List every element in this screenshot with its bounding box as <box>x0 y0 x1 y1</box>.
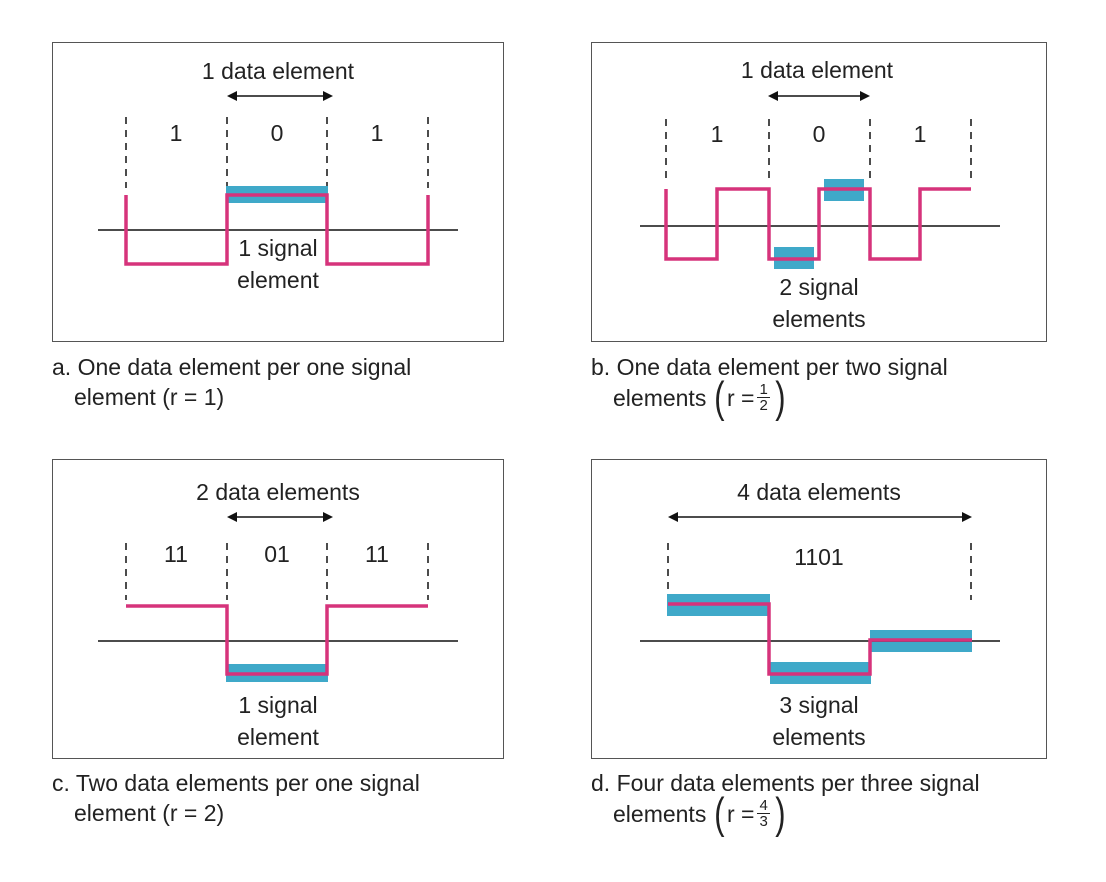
signal-element-label: element <box>237 267 319 293</box>
caption-line-ratio: elements ( r = 1 2 ) <box>591 372 948 422</box>
panel-d-diagram: 4 data elements 1101 3 signal elements <box>640 479 1000 750</box>
panel-a-diagram: 1 data element 1 0 1 1 signal element <box>98 58 458 293</box>
ratio-numerator: 1 <box>757 381 770 398</box>
caption-line: c. Two data elements per one signal <box>52 770 420 796</box>
data-element-label: 1 data element <box>202 58 355 84</box>
panel-b-diagram: 1 data element 1 0 1 2 signal elements <box>640 57 1000 332</box>
data-element-label: 1 data element <box>741 57 894 83</box>
signal-element-label: 2 signal <box>779 274 858 300</box>
signal-element-label: element <box>237 724 319 750</box>
signal-element-label: 3 signal <box>779 692 858 718</box>
data-span-arrow <box>768 91 870 101</box>
caption-line: a. One data element per one signal <box>52 354 412 380</box>
signal-element-label: 1 signal <box>238 692 317 718</box>
bit-value: 0 <box>271 120 284 146</box>
caption-c: c. Two data elements per one signal elem… <box>52 768 420 828</box>
bit-boundaries <box>665 119 972 183</box>
signal-waveform <box>124 193 430 266</box>
bit-value: 11 <box>365 541 389 567</box>
close-paren: ) <box>775 788 786 838</box>
bit-boundaries <box>125 543 429 600</box>
caption-line: d. Four data elements per three signal <box>591 770 980 796</box>
ratio-denominator: 3 <box>759 813 768 830</box>
ratio-denominator: 2 <box>759 397 768 414</box>
panel-c-diagram: 2 data elements 11 01 11 1 signal elemen… <box>98 479 458 750</box>
signal-waveform <box>126 604 428 676</box>
panel-d: 4 data elements 1101 3 signal elements <box>591 459 1047 759</box>
bit-value: 1 <box>371 120 384 146</box>
caption-line: b. One data element per two signal <box>591 354 948 380</box>
bit-value: 01 <box>264 541 290 567</box>
ratio-fraction: 4 3 <box>757 797 770 830</box>
signal-element-label: elements <box>772 306 865 332</box>
data-span-arrow <box>227 512 333 522</box>
close-paren: ) <box>775 372 786 422</box>
signal-element-label: elements <box>772 724 865 750</box>
bit-value: 1 <box>170 120 183 146</box>
data-span-arrow <box>227 91 333 101</box>
bit-value: 11 <box>164 541 188 567</box>
caption-b: b. One data element per two signal eleme… <box>591 352 948 422</box>
bit-boundaries <box>667 543 972 600</box>
panel-b: 1 data element 1 0 1 2 signal elements <box>591 42 1047 342</box>
data-element-label: 4 data elements <box>737 479 901 505</box>
signal-waveform <box>664 187 971 261</box>
bit-value: 1 <box>711 121 724 147</box>
caption-d: d. Four data elements per three signal e… <box>591 768 980 838</box>
bit-value: 0 <box>813 121 826 147</box>
open-paren: ( <box>714 788 725 838</box>
caption-text: elements <box>613 800 707 827</box>
ratio-prefix: r = <box>726 800 755 827</box>
panel-c: 2 data elements 11 01 11 1 signal elemen… <box>52 459 504 759</box>
caption-text: elements <box>613 384 707 411</box>
bit-value: 1101 <box>794 544 843 570</box>
signal-element-label: 1 signal <box>238 235 317 261</box>
caption-line: element (r = 1) <box>74 384 225 410</box>
ratio-fraction: 1 2 <box>757 381 770 414</box>
signal-waveform <box>668 602 972 676</box>
panel-a: 1 data element 1 0 1 1 signal element <box>52 42 504 342</box>
caption-line-ratio: elements ( r = 4 3 ) <box>591 788 980 838</box>
data-element-label: 2 data elements <box>196 479 360 505</box>
ratio-numerator: 4 <box>757 797 770 814</box>
data-span-arrow <box>668 512 972 522</box>
open-paren: ( <box>714 372 725 422</box>
ratio-prefix: r = <box>726 384 755 411</box>
caption-line: element (r = 2) <box>74 800 225 826</box>
caption-a: a. One data element per one signal eleme… <box>52 352 411 412</box>
bit-value: 1 <box>914 121 927 147</box>
